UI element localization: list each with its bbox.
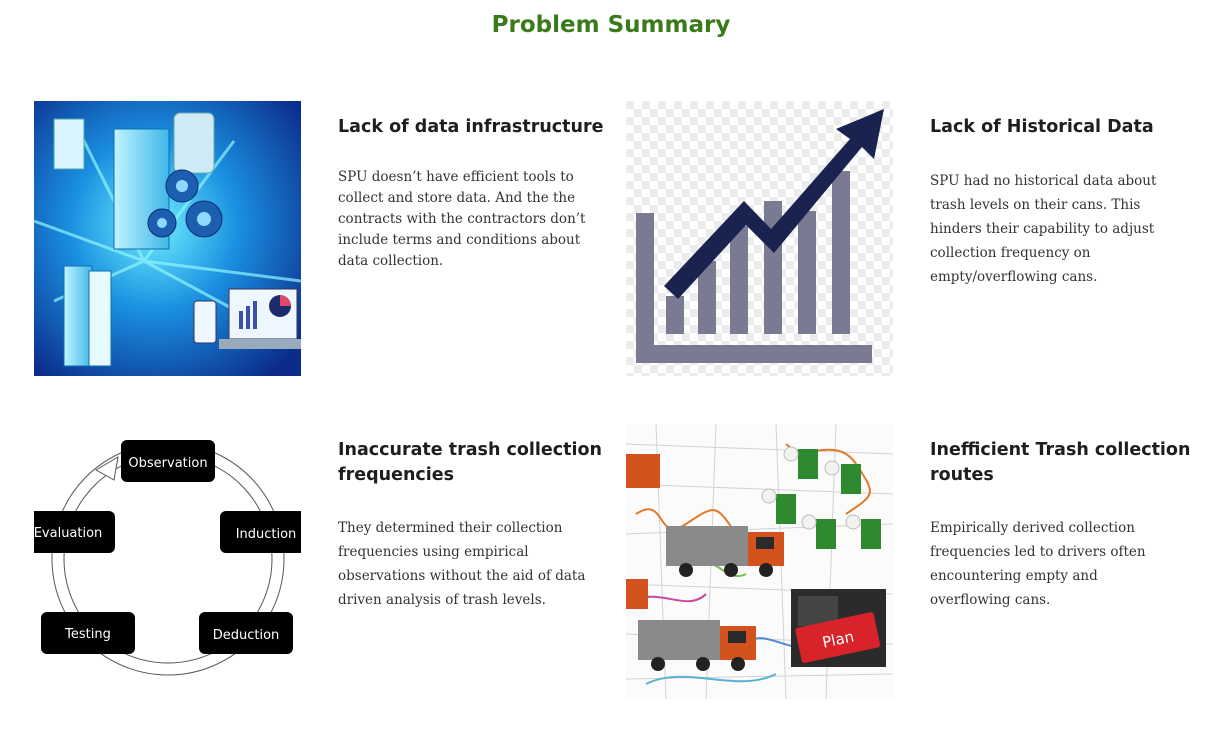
card-heading: Lack of data infrastructure: [338, 117, 604, 137]
card-body: Empirically derived collection frequenci…: [930, 520, 1146, 608]
cycle-step-observation: Observation: [128, 456, 207, 471]
garbage-trucks-route-map-icon: Plan: [626, 424, 893, 699]
cycle-step-evaluation: Evaluation: [34, 526, 102, 541]
cycle-step-induction: Induction: [236, 527, 297, 542]
scientific-method-cycle-icon: Observation Induction Deduction Testing …: [34, 424, 301, 699]
card-heading: Inefficient Trash collection routes: [930, 440, 1191, 485]
server-network-illustration-icon: [34, 101, 301, 376]
card-body: They determined their collection frequen…: [338, 520, 586, 608]
rising-bar-chart-arrow-icon: [626, 101, 893, 376]
card-heading: Inaccurate trash collection frequencies: [338, 440, 603, 485]
page-title: Problem Summary: [491, 12, 731, 38]
card-body: SPU had no historical data about trash l…: [930, 173, 1157, 285]
card-heading: Lack of Historical Data: [930, 117, 1154, 137]
cycle-step-testing: Testing: [64, 627, 111, 642]
cycle-step-deduction: Deduction: [213, 628, 280, 643]
card-body: SPU doesn’t have efficient tools to coll…: [338, 169, 586, 269]
